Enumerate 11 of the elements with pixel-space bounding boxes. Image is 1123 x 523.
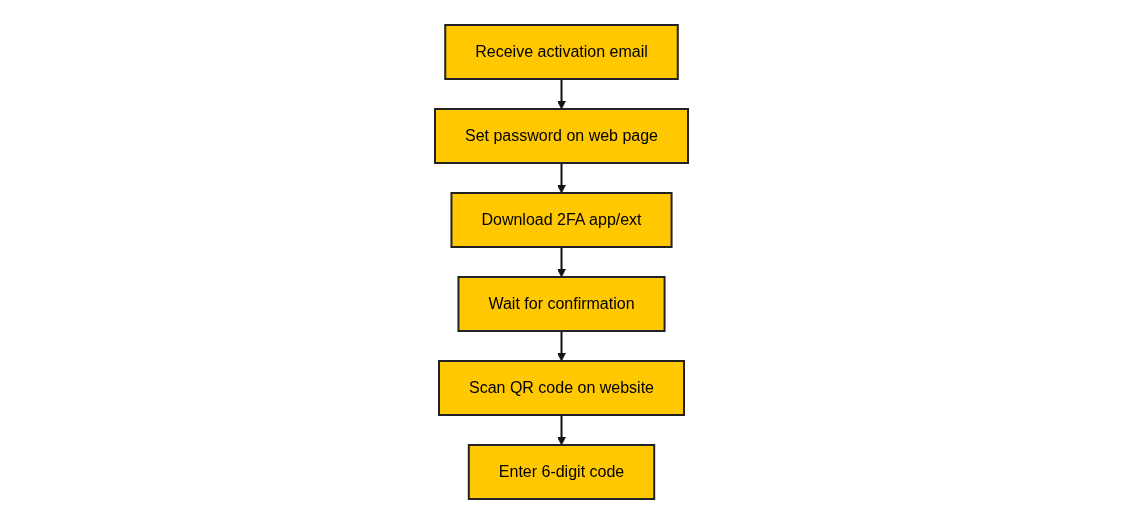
node-box: Set password on web page bbox=[434, 107, 689, 164]
node-box: Enter 6-digit code bbox=[467, 443, 656, 500]
arrow bbox=[557, 413, 566, 445]
arrow bbox=[557, 329, 566, 361]
arrow bbox=[557, 245, 566, 277]
node-box: Download 2FA app/ext bbox=[450, 191, 673, 248]
node-box: Receive activation email bbox=[444, 23, 679, 80]
arrow bbox=[557, 77, 566, 109]
arrow bbox=[557, 161, 566, 193]
node-box: Wait for confirmation bbox=[457, 275, 666, 332]
node-box: Scan QR code on website bbox=[438, 359, 685, 416]
